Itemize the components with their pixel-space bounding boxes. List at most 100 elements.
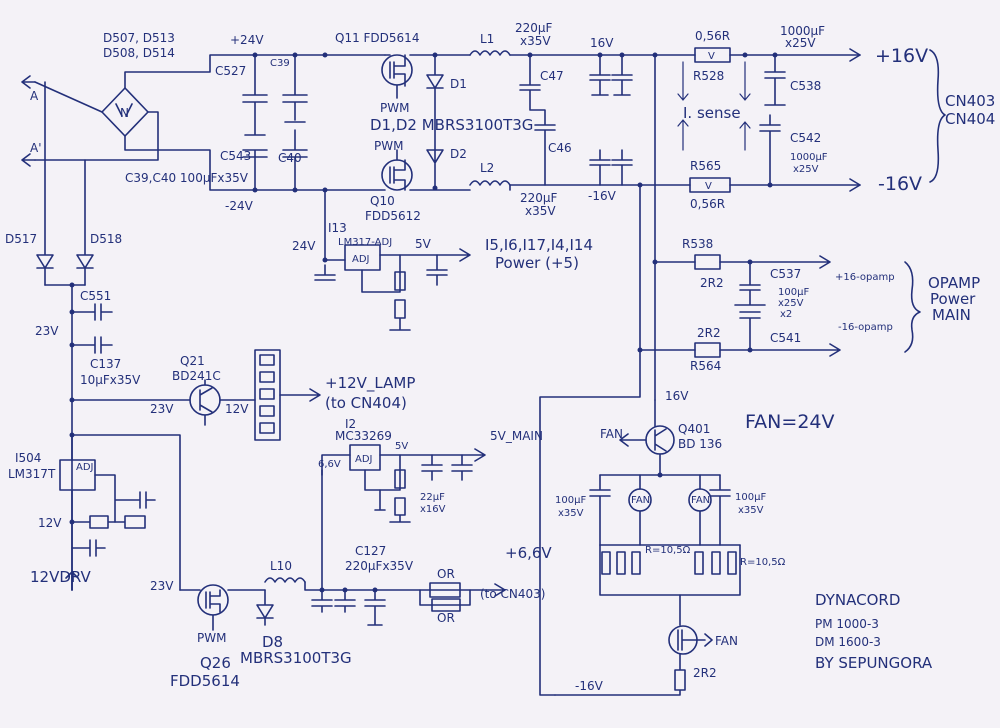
v5-i13-label: 5V <box>415 237 432 251</box>
minus16-bottom-label: -16V <box>575 679 604 693</box>
model-1-label: PM 1000-3 <box>815 617 879 631</box>
bridge-diodes-label-2: D508, D514 <box>103 46 175 60</box>
fan-c2b-label: x35V <box>738 505 764 516</box>
i2-regulator <box>321 444 486 523</box>
c137-val-label: 10µFx35V <box>80 373 141 387</box>
v16-top-label: 16V <box>590 36 614 50</box>
q401-label: Q401 <box>678 422 710 436</box>
cn404-label: CN404 <box>945 110 995 128</box>
c47-val-label: 220µF <box>515 21 553 35</box>
q10-label: Q10 <box>370 194 395 208</box>
c541-label: C541 <box>770 331 801 345</box>
c47-label: C47 <box>540 69 564 83</box>
v-symbol-2: V <box>705 181 712 192</box>
q11-mosfet <box>381 54 413 99</box>
c537-val3-label: x2 <box>780 309 792 320</box>
c46-val2-label: x35V <box>525 204 556 218</box>
c22u2-label: x16V <box>420 504 446 515</box>
r565-val-label: 0,56R <box>690 197 725 211</box>
q21-part-label: BD241C <box>172 369 221 383</box>
lamp-label: +12V_LAMP <box>325 374 415 393</box>
opamp-label-2: Power <box>930 290 976 308</box>
r565-label: R565 <box>690 159 721 173</box>
minus16-out-label: -16V <box>878 173 922 195</box>
positive-rail <box>322 48 861 62</box>
cn403-label: CN403 <box>945 92 995 110</box>
vertical-bus-minus <box>539 184 641 696</box>
c127-label: C127 <box>355 544 386 558</box>
q10-mosfet <box>381 149 413 191</box>
c537-val2-label: x25V <box>778 298 804 309</box>
i13-regulator <box>314 189 471 331</box>
negative-rail <box>322 178 861 193</box>
minus16-small-label: -16V <box>588 189 617 203</box>
adj-i13-label: ADJ <box>352 254 370 265</box>
r528-resistor <box>694 47 731 63</box>
i13-part-label: LM317-ADJ <box>338 237 392 248</box>
d8-part-label: MBRS3100T3G <box>240 649 352 667</box>
r538-val-label: 2R2 <box>700 276 724 290</box>
i-sense-label: I. sense <box>683 104 741 122</box>
q26-label: Q26 <box>200 654 231 672</box>
r564-label: R564 <box>690 359 721 373</box>
model-2-label: DM 1600-3 <box>815 635 881 649</box>
plus16-out-label: +16V <box>875 45 928 67</box>
c538-val-label: 1000µF <box>780 24 825 38</box>
d518-label: D518 <box>90 232 122 246</box>
pwm-q26-label: PWM <box>197 631 226 645</box>
minus24-label: -24V <box>225 199 254 213</box>
v5main-label: 5V_MAIN <box>490 429 543 443</box>
plus24-label: +24V <box>230 33 264 47</box>
q26-part-label: FDD5614 <box>170 672 240 690</box>
fan-motor-2: FAN <box>691 495 710 506</box>
opamp-power <box>637 254 841 358</box>
bridge-diodes-label-1: D507, D513 <box>103 31 175 45</box>
fan-c1b-label: x35V <box>558 508 584 519</box>
c527-label: C527 <box>215 64 246 78</box>
c542-val-label: 1000µF <box>790 152 828 163</box>
v12-q21-label: 12V <box>225 402 249 416</box>
q401-part-label: BD 136 <box>678 437 722 451</box>
c543-label: C543 <box>220 149 251 163</box>
r538-label: R538 <box>682 237 713 251</box>
d1-d2-label: D1,D2 MBRS3100T3G <box>370 116 533 134</box>
c538-val2-label: x25V <box>785 36 816 50</box>
brand-label: DYNACORD <box>815 591 900 609</box>
q26-buck <box>179 469 506 631</box>
d8-label: D8 <box>262 633 283 651</box>
v23-c-label: 23V <box>150 579 174 593</box>
r528-val-label: 0,56R <box>695 29 730 43</box>
q21-transistor <box>69 379 256 426</box>
power-5-label: Power (+5) <box>495 254 579 272</box>
r528-label: R528 <box>693 69 724 83</box>
c46-label: C46 <box>548 141 572 155</box>
r564-val-label: 2R2 <box>697 326 721 340</box>
lamp-resistor-bank <box>254 349 321 441</box>
bridge-symbol: N <box>120 106 129 120</box>
pwm-q11-label: PWM <box>380 101 409 115</box>
to-cn404-label: (to CN404) <box>325 394 407 412</box>
c551-c137-caps <box>69 303 113 354</box>
v24-i13-label: 24V <box>292 239 316 253</box>
fan-driver <box>554 399 741 696</box>
or2-label: OR <box>437 611 455 625</box>
fan-c1-label: 100µF <box>555 495 586 506</box>
c127-val-label: 220µFx35V <box>345 559 414 573</box>
c538-label: C538 <box>790 79 821 93</box>
d2-label: D2 <box>450 147 467 161</box>
r-fan-2-label: R=10,5Ω <box>740 557 786 568</box>
q10-part-label: FDD5612 <box>365 209 421 223</box>
l2-label: L2 <box>480 161 494 175</box>
i2-label: I2 <box>345 417 356 431</box>
q21-label: Q21 <box>180 354 205 368</box>
c47-c46-caps <box>519 52 633 186</box>
fan-c2-label: 100µF <box>735 492 766 503</box>
cn-brace <box>929 49 946 183</box>
v66-label: 6,6V <box>318 459 341 470</box>
fan-eq-label: FAN=24V <box>745 411 835 433</box>
l1-label: L1 <box>480 32 494 46</box>
fan-out-label: FAN <box>600 427 623 441</box>
c22u-label: 22µF <box>420 492 445 503</box>
author-label: BY SEPUNGORA <box>815 654 933 672</box>
